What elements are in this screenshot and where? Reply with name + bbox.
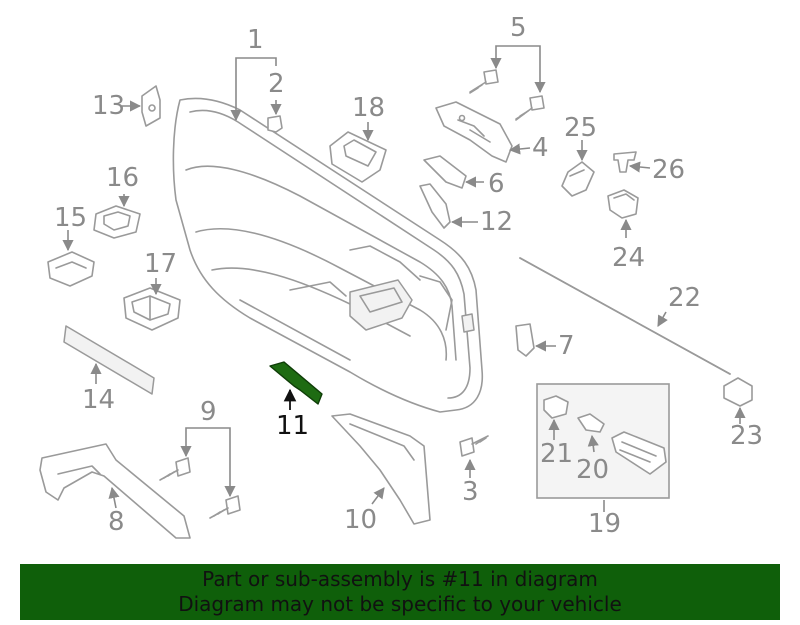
callout-3: 3 <box>462 477 479 507</box>
info-banner: Part or sub-assembly is #11 in diagram D… <box>20 564 780 620</box>
callout-6: 6 <box>488 169 505 199</box>
callout-4: 4 <box>532 133 549 163</box>
clip-25 <box>561 161 595 197</box>
parts-diagram: 1 2 3 4 5 6 7 8 9 10 11 12 13 14 15 16 1… <box>39 13 763 539</box>
part-20-shape <box>577 413 605 433</box>
door-trim-panel <box>172 97 484 413</box>
end-cap <box>723 377 753 407</box>
door-pocket-trim <box>331 413 431 525</box>
clip-part <box>267 115 283 133</box>
highlighted-part-11 <box>269 361 323 405</box>
part-21-shape <box>543 395 569 419</box>
weatherstrip-rod <box>519 257 731 375</box>
switch-bezel <box>93 205 141 239</box>
callout-20: 20 <box>576 455 609 485</box>
callout-18: 18 <box>352 93 385 123</box>
callout-21: 21 <box>540 439 573 469</box>
clip-7 <box>515 323 535 357</box>
callout-16: 16 <box>106 163 139 193</box>
banner-line-disclaimer: Diagram may not be specific to your vehi… <box>178 592 622 616</box>
leader-lines <box>62 45 746 512</box>
callout-12: 12 <box>480 207 513 237</box>
callout-23: 23 <box>730 421 763 451</box>
armrest-trim <box>39 443 191 539</box>
screw-9-bottom <box>209 495 241 519</box>
bracket-part <box>141 85 161 127</box>
callout-22: 22 <box>668 283 701 313</box>
callout-2: 2 <box>268 69 285 99</box>
callout-25: 25 <box>564 113 597 143</box>
callout-5: 5 <box>510 13 527 43</box>
screw-3 <box>459 435 489 457</box>
trim-strip <box>63 325 155 395</box>
screw-9-top <box>159 457 191 481</box>
molding-piece <box>423 155 467 189</box>
callout-24: 24 <box>612 243 645 273</box>
callout-1: 1 <box>247 25 264 55</box>
callout-14: 14 <box>82 385 115 415</box>
window-switch <box>123 287 181 331</box>
courtesy-lamp <box>47 251 95 287</box>
callout-13: 13 <box>92 91 125 121</box>
push-pin <box>613 151 637 173</box>
screw-top-left <box>469 69 499 94</box>
callout-8: 8 <box>108 507 125 537</box>
callout-11: 11 <box>276 411 309 441</box>
callout-19: 19 <box>588 509 621 539</box>
callout-labels: 1 2 3 4 5 6 7 8 9 10 11 12 13 14 15 16 1… <box>54 13 763 539</box>
callout-9: 9 <box>200 397 217 427</box>
callout-17: 17 <box>144 249 177 279</box>
clip-24 <box>607 189 639 219</box>
callout-7: 7 <box>558 331 575 361</box>
callout-26: 26 <box>652 155 685 185</box>
banner-line-part-number: Part or sub-assembly is #11 in diagram <box>202 567 598 591</box>
sub-assembly-19-box <box>536 383 670 499</box>
handle-bracket <box>435 101 513 163</box>
callout-10: 10 <box>344 505 377 535</box>
corner-trim <box>419 183 451 229</box>
switch-assembly-shape <box>611 431 667 475</box>
callout-15: 15 <box>54 203 87 233</box>
screw-top-right <box>515 95 545 121</box>
pocket-insert <box>329 131 387 183</box>
